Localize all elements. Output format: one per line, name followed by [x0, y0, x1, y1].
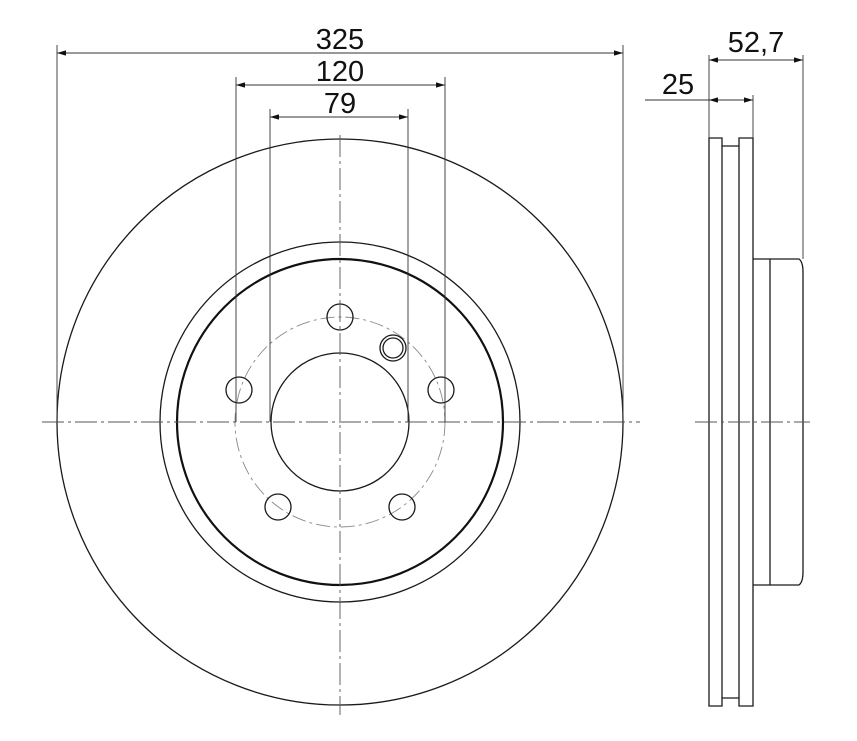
- side-view: 52,7 25: [645, 27, 810, 707]
- dim-thickness: 25: [662, 69, 694, 101]
- dim-bolt-circle: 120: [316, 56, 364, 88]
- dim-outer-diameter: 325: [316, 24, 364, 56]
- bolt-hole: [388, 493, 416, 521]
- locating-hole: [379, 334, 407, 362]
- bolt-hole: [225, 376, 253, 404]
- dim-center-bore: 79: [324, 88, 356, 120]
- dim-overall-height: 52,7: [728, 27, 784, 59]
- bolt-hole: [264, 493, 292, 521]
- bolt-hole: [427, 376, 455, 404]
- front-view: 325 120 79: [42, 24, 640, 715]
- locating-hole-inner: [382, 337, 404, 359]
